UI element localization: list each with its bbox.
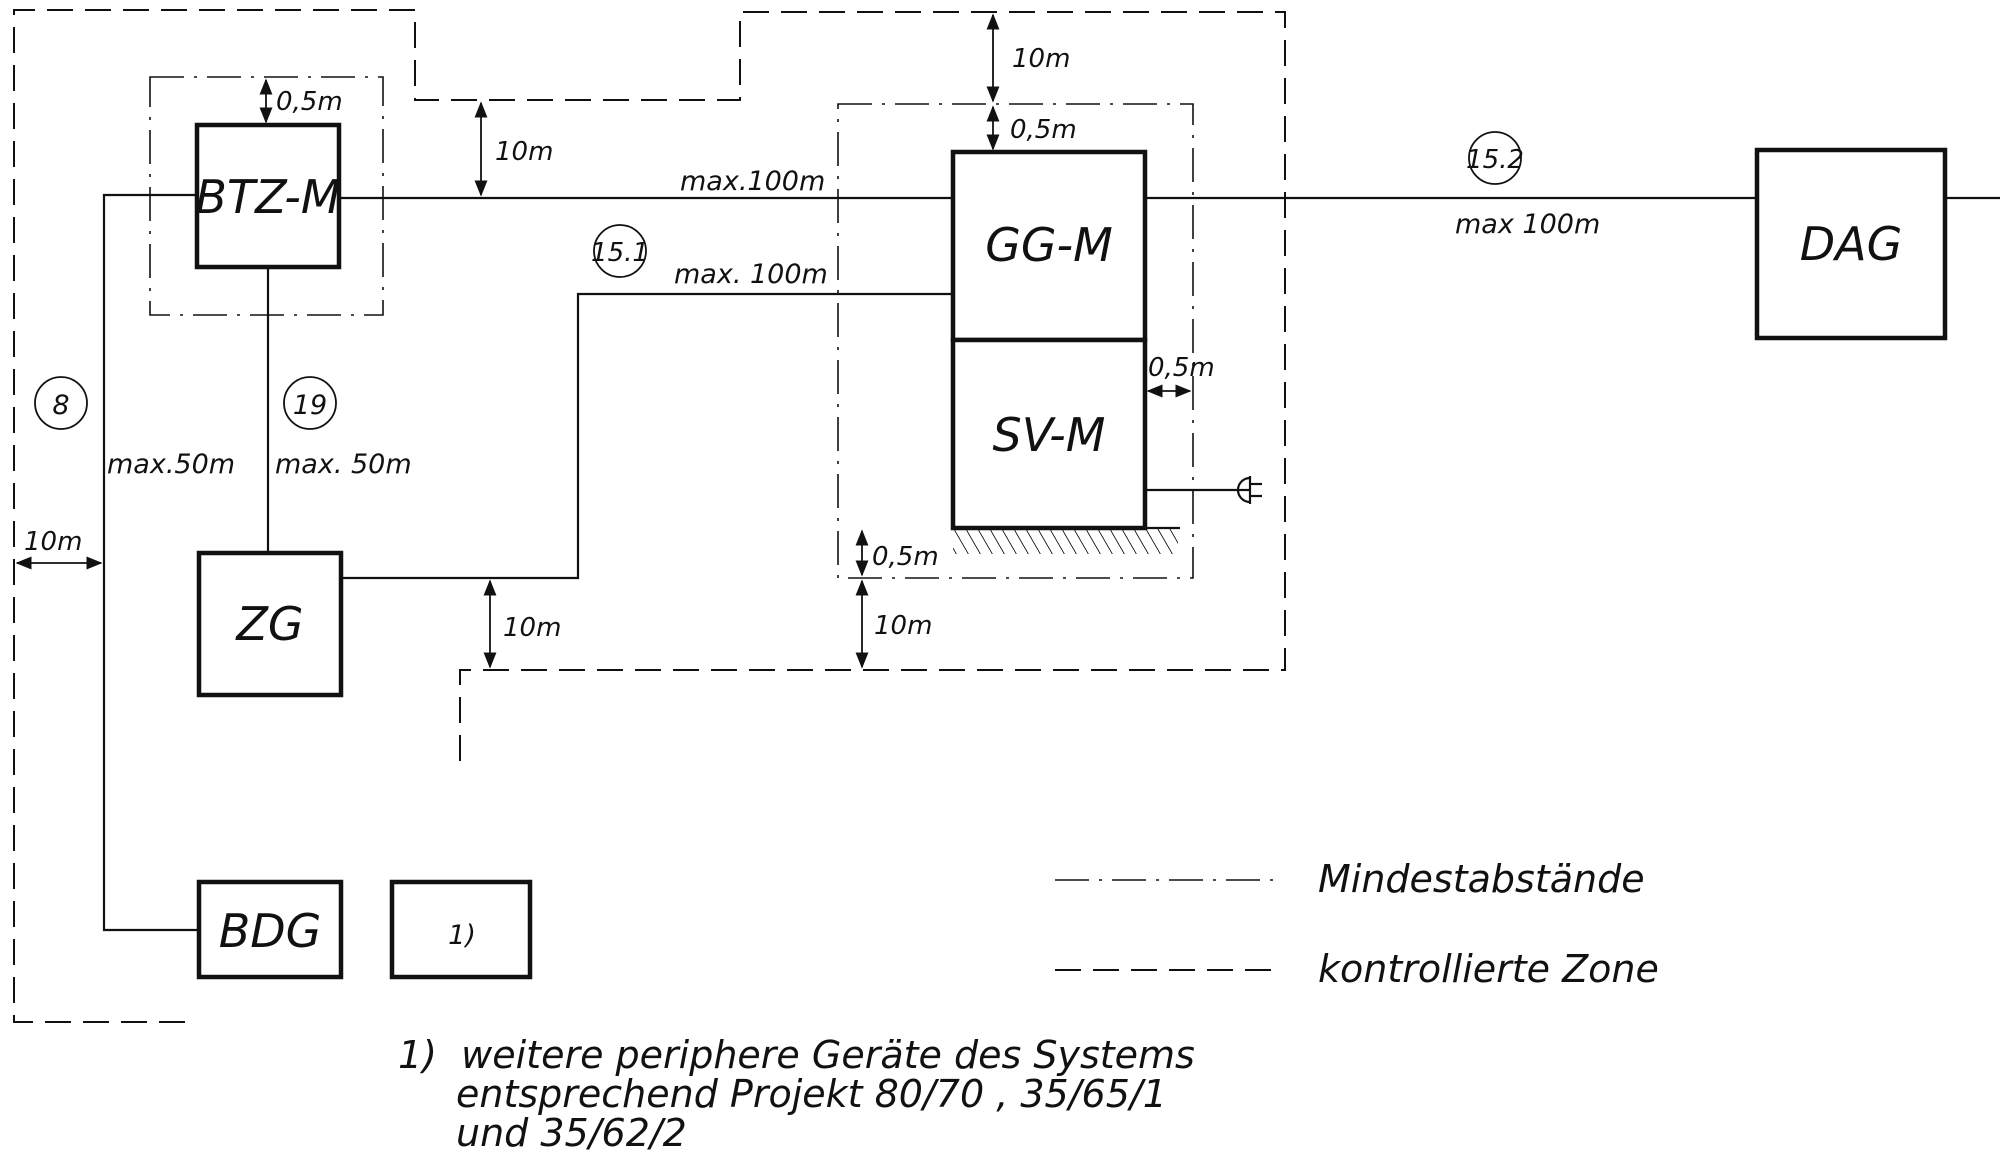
circle-15-2-label: 15.2 — [1466, 145, 1524, 175]
label-sv-right-gap: 0,5m — [1148, 353, 1215, 383]
extra-device-box — [389, 879, 533, 980]
label-max100-zg-gg: max. 100m — [674, 259, 828, 290]
circle-15-1-label: 15.1 — [591, 238, 649, 268]
label-gg-top-gap: 0,5m — [1010, 115, 1077, 145]
circle-19-label: 19 — [293, 390, 327, 421]
circle-15-1 — [593, 224, 647, 278]
label-max100-gg-dag: max 100m — [1455, 209, 1600, 240]
label-btz-zone-gap: 10m — [495, 137, 553, 167]
zg-label: ZG — [234, 597, 303, 651]
legend-dashdot-label: Mindestabstände — [1318, 857, 1645, 901]
sv-m-box — [950, 337, 1148, 531]
btz-m-label: BTZ-M — [195, 170, 340, 224]
extra-device-label: 1) — [448, 920, 476, 951]
gg-min-distance-zone — [837, 103, 1194, 579]
zg-box — [196, 550, 344, 698]
sv-m-label: SV-M — [993, 408, 1106, 462]
footnote-line-2: entsprechend Projekt 80/70 , 35/65/1 — [456, 1072, 1167, 1116]
power-plug-icon — [1236, 476, 1262, 504]
label-max100-btz-gg: max.100m — [680, 166, 825, 197]
label-btz-top-gap: 0,5m — [276, 87, 343, 117]
legend-dash-label: kontrollierte Zone — [1318, 947, 1659, 991]
label-bottom-zone-right: 10m — [874, 611, 932, 641]
circle-15-2 — [1468, 131, 1522, 185]
btz-m-box — [194, 122, 342, 270]
label-gg-top-zone: 10m — [1012, 44, 1070, 74]
controlled-zone-boundary — [13, 9, 1286, 1023]
circle-19 — [283, 376, 337, 430]
circle-8 — [34, 376, 88, 430]
dag-label: DAG — [1800, 217, 1903, 271]
line-btz-bdg — [102, 193, 199, 932]
gg-m-label: GG-M — [985, 218, 1113, 272]
label-left-zone: 10m — [24, 527, 82, 557]
label-max50-zg: max. 50m — [275, 449, 412, 480]
ground-hatch — [953, 528, 1178, 554]
label-bottom-zone-left: 10m — [503, 613, 561, 643]
circle-8-label: 8 — [52, 390, 69, 421]
footnote-line-3: und 35/62/2 — [456, 1111, 687, 1155]
footnote-line-1: 1) weitere periphere Geräte des Systems — [398, 1033, 1195, 1077]
label-sv-bottom-gap: 0,5m — [872, 542, 939, 572]
label-max50-bdg: max.50m — [107, 449, 235, 480]
line-zg-gg — [340, 292, 953, 580]
gg-m-box — [950, 149, 1148, 343]
dag-box — [1754, 147, 1948, 341]
bdg-label: BDG — [219, 904, 322, 958]
bdg-box — [196, 879, 344, 980]
